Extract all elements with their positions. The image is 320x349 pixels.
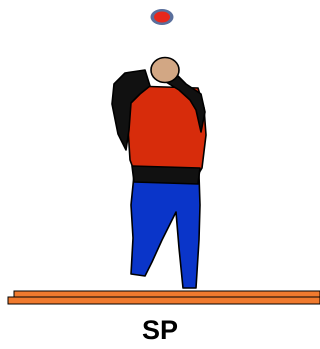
figure-caption: SP <box>0 314 320 346</box>
ball-icon <box>151 9 174 25</box>
player-icon <box>112 58 206 289</box>
head <box>151 58 179 83</box>
board-icon <box>8 291 320 304</box>
pants <box>131 175 200 288</box>
belt <box>132 166 200 184</box>
